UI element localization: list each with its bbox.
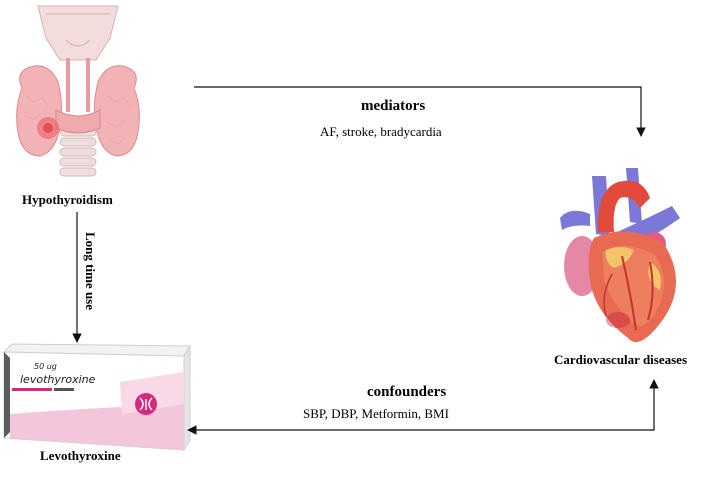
- confounders-list: SBP, DBP, Metformin, BMI: [303, 406, 449, 421]
- cardiovascular-diseases-label: Cardiovascular diseases: [554, 352, 688, 367]
- mediators-arrow: [194, 86, 646, 137]
- package-brand-text: levothyroxine: [20, 373, 96, 386]
- heart-icon: [560, 168, 680, 343]
- confounders-arrow: [187, 379, 659, 435]
- mediators-list: AF, stroke, bradycardia: [320, 124, 442, 139]
- package-dose-text: 50 ug: [34, 362, 57, 371]
- confounders-title: confounders: [367, 384, 447, 400]
- medicine-box-icon: [2, 343, 191, 452]
- mediators-title: mediators: [361, 98, 426, 114]
- long-time-use-label: Long time use: [83, 232, 98, 310]
- thyroid-icon: [16, 5, 140, 177]
- hypothyroidism-label: Hypothyroidism: [22, 192, 113, 207]
- levothyroxine-label: Levothyroxine: [40, 448, 121, 463]
